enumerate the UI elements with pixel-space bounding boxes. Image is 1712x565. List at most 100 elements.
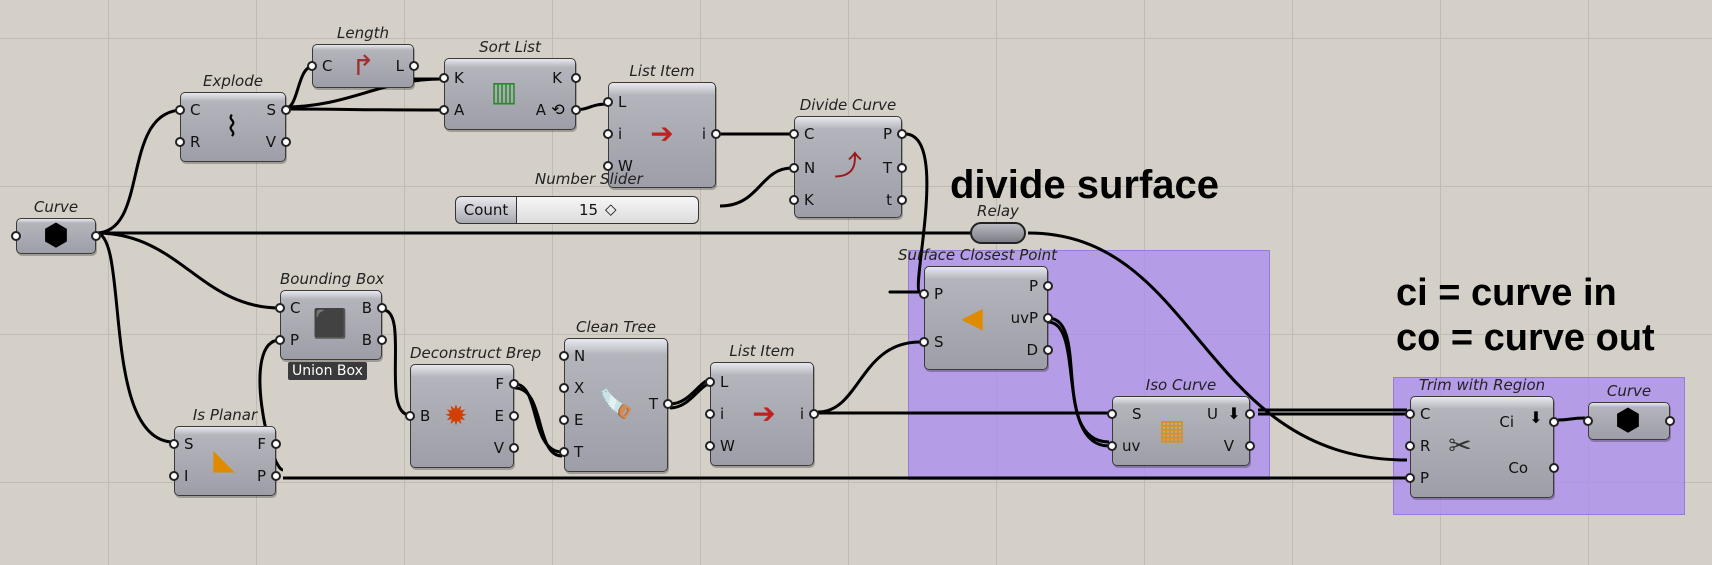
input-port-c[interactable] bbox=[275, 303, 285, 313]
output-port-co[interactable] bbox=[1549, 463, 1559, 473]
output-port-a[interactable] bbox=[571, 105, 581, 115]
node-body[interactable] bbox=[280, 290, 382, 360]
reset-icon[interactable]: ⟲ bbox=[551, 100, 565, 119]
slider-handle-icon[interactable]: ◇ bbox=[605, 200, 617, 218]
curve-output-param[interactable]: Curve ⬢ bbox=[1583, 382, 1675, 440]
output-port-t[interactable] bbox=[663, 399, 673, 409]
input-port-s[interactable] bbox=[169, 439, 179, 449]
expand-icon[interactable]: ⬇ bbox=[1227, 404, 1241, 423]
input-port-w[interactable] bbox=[705, 441, 715, 451]
explode-component[interactable]: Explode ⌇ C R S V bbox=[175, 72, 291, 162]
length-component[interactable]: Length ↱ C L bbox=[307, 24, 419, 88]
output-port-s[interactable] bbox=[281, 105, 291, 115]
deconstruct-brep-component[interactable]: Deconstruct Brep ✹ B F E V bbox=[405, 344, 541, 468]
node-body[interactable] bbox=[312, 44, 414, 88]
input-port-c[interactable] bbox=[1405, 409, 1415, 419]
input-port-t[interactable] bbox=[559, 447, 569, 457]
list-item-component-2[interactable]: List Item ➔ L i W i bbox=[705, 342, 819, 466]
is-planar-component[interactable]: Is Planar ◣ S I F P bbox=[169, 406, 281, 496]
input-port-c[interactable] bbox=[307, 61, 317, 71]
sort-list-component[interactable]: Sort List ▥ ⟲ K A K A bbox=[439, 38, 581, 130]
input-port-b[interactable] bbox=[405, 411, 415, 421]
node-body[interactable] bbox=[794, 116, 902, 218]
node-body[interactable] bbox=[1588, 402, 1670, 440]
annotation-divide-surface: divide surface bbox=[950, 163, 1220, 207]
node-body[interactable] bbox=[16, 218, 96, 254]
output-port-ci[interactable] bbox=[1549, 417, 1559, 427]
input-port-i[interactable] bbox=[705, 409, 715, 419]
output-port-u[interactable] bbox=[1245, 409, 1255, 419]
input-port-s[interactable] bbox=[919, 337, 929, 347]
output-port-d[interactable] bbox=[1043, 345, 1053, 355]
node-title: Number Slider bbox=[535, 170, 643, 188]
port-label: uv bbox=[1122, 437, 1141, 455]
iso-curve-component[interactable]: Iso Curve ▦ ⬇ S uv U V bbox=[1107, 376, 1255, 466]
output-port-t-upper[interactable] bbox=[897, 163, 907, 173]
node-body[interactable] bbox=[608, 82, 716, 188]
output-port[interactable] bbox=[91, 231, 101, 241]
output-port-l[interactable] bbox=[409, 61, 419, 71]
output-port-i[interactable] bbox=[711, 129, 721, 139]
output-port-e[interactable] bbox=[509, 411, 519, 421]
output-port-uvp[interactable] bbox=[1043, 313, 1053, 323]
bounding-box-component[interactable]: Bounding Box ⬛ C P B B Union Box bbox=[275, 270, 387, 380]
list-item-component-1[interactable]: List Item ➔ L i W i bbox=[603, 62, 721, 188]
node-body[interactable] bbox=[1112, 396, 1250, 466]
input-port-r[interactable] bbox=[1405, 441, 1415, 451]
input-port-k[interactable] bbox=[789, 195, 799, 205]
node-body[interactable] bbox=[1410, 396, 1554, 498]
input-port-c[interactable] bbox=[175, 105, 185, 115]
expand-icon[interactable]: ⬇ bbox=[1529, 408, 1543, 427]
input-port-k[interactable] bbox=[439, 73, 449, 83]
input-port-i[interactable] bbox=[603, 129, 613, 139]
input-port-n[interactable] bbox=[559, 351, 569, 361]
number-slider[interactable]: Number Slider Count 15 ◇ bbox=[455, 170, 699, 224]
input-port[interactable] bbox=[11, 231, 21, 241]
input-port-a[interactable] bbox=[439, 105, 449, 115]
output-port-k[interactable] bbox=[571, 73, 581, 83]
input-port-i[interactable] bbox=[169, 471, 179, 481]
input-port-s[interactable] bbox=[1107, 409, 1117, 419]
surface-closest-point-component[interactable]: Surface Closest Point ◀ P S P uvP D bbox=[898, 246, 1057, 370]
input-port[interactable] bbox=[1583, 416, 1593, 426]
output-port-i[interactable] bbox=[809, 409, 819, 419]
input-port-c[interactable] bbox=[789, 129, 799, 139]
port-label: T bbox=[882, 159, 892, 177]
node-body[interactable] bbox=[924, 266, 1048, 370]
input-port-e[interactable] bbox=[559, 415, 569, 425]
input-port-l[interactable] bbox=[705, 377, 715, 387]
node-body[interactable] bbox=[174, 426, 276, 496]
node-body[interactable] bbox=[180, 92, 286, 162]
output-port-v[interactable] bbox=[509, 443, 519, 453]
output-port-p[interactable] bbox=[271, 471, 281, 481]
node-body[interactable] bbox=[444, 58, 576, 130]
input-port-r[interactable] bbox=[175, 137, 185, 147]
output-port-v[interactable] bbox=[281, 137, 291, 147]
output-port-f[interactable] bbox=[271, 439, 281, 449]
output-port[interactable] bbox=[1665, 416, 1675, 426]
input-port-x[interactable] bbox=[559, 383, 569, 393]
clean-tree-component[interactable]: Clean Tree 🪚 N X E T T bbox=[559, 318, 673, 472]
node-body[interactable] bbox=[564, 338, 668, 472]
input-port-w[interactable] bbox=[603, 161, 613, 171]
input-port-p[interactable] bbox=[1405, 473, 1415, 483]
output-port-p[interactable] bbox=[897, 129, 907, 139]
node-body[interactable] bbox=[710, 362, 814, 466]
input-port-p[interactable] bbox=[275, 335, 285, 345]
output-port-p[interactable] bbox=[1043, 281, 1053, 291]
curve-input-param[interactable]: Curve ⬢ bbox=[11, 198, 101, 254]
input-port-l[interactable] bbox=[603, 97, 613, 107]
slider-track[interactable]: 15 ◇ bbox=[517, 196, 699, 224]
trim-with-region-component[interactable]: Trim with Region ✂ ⬇ C R P Ci Co bbox=[1405, 376, 1559, 498]
output-port-v[interactable] bbox=[1245, 441, 1255, 451]
divide-curve-component[interactable]: Divide Curve ⤴ C N K P T t bbox=[789, 96, 907, 218]
input-port-p[interactable] bbox=[919, 289, 929, 299]
output-port-b2[interactable] bbox=[377, 335, 387, 345]
input-port-uv[interactable] bbox=[1107, 441, 1117, 451]
relay[interactable]: Relay bbox=[970, 202, 1026, 244]
output-port-f[interactable] bbox=[509, 379, 519, 389]
input-port-n[interactable] bbox=[789, 163, 799, 173]
output-port-t-lower[interactable] bbox=[897, 195, 907, 205]
output-port-b1[interactable] bbox=[377, 303, 387, 313]
